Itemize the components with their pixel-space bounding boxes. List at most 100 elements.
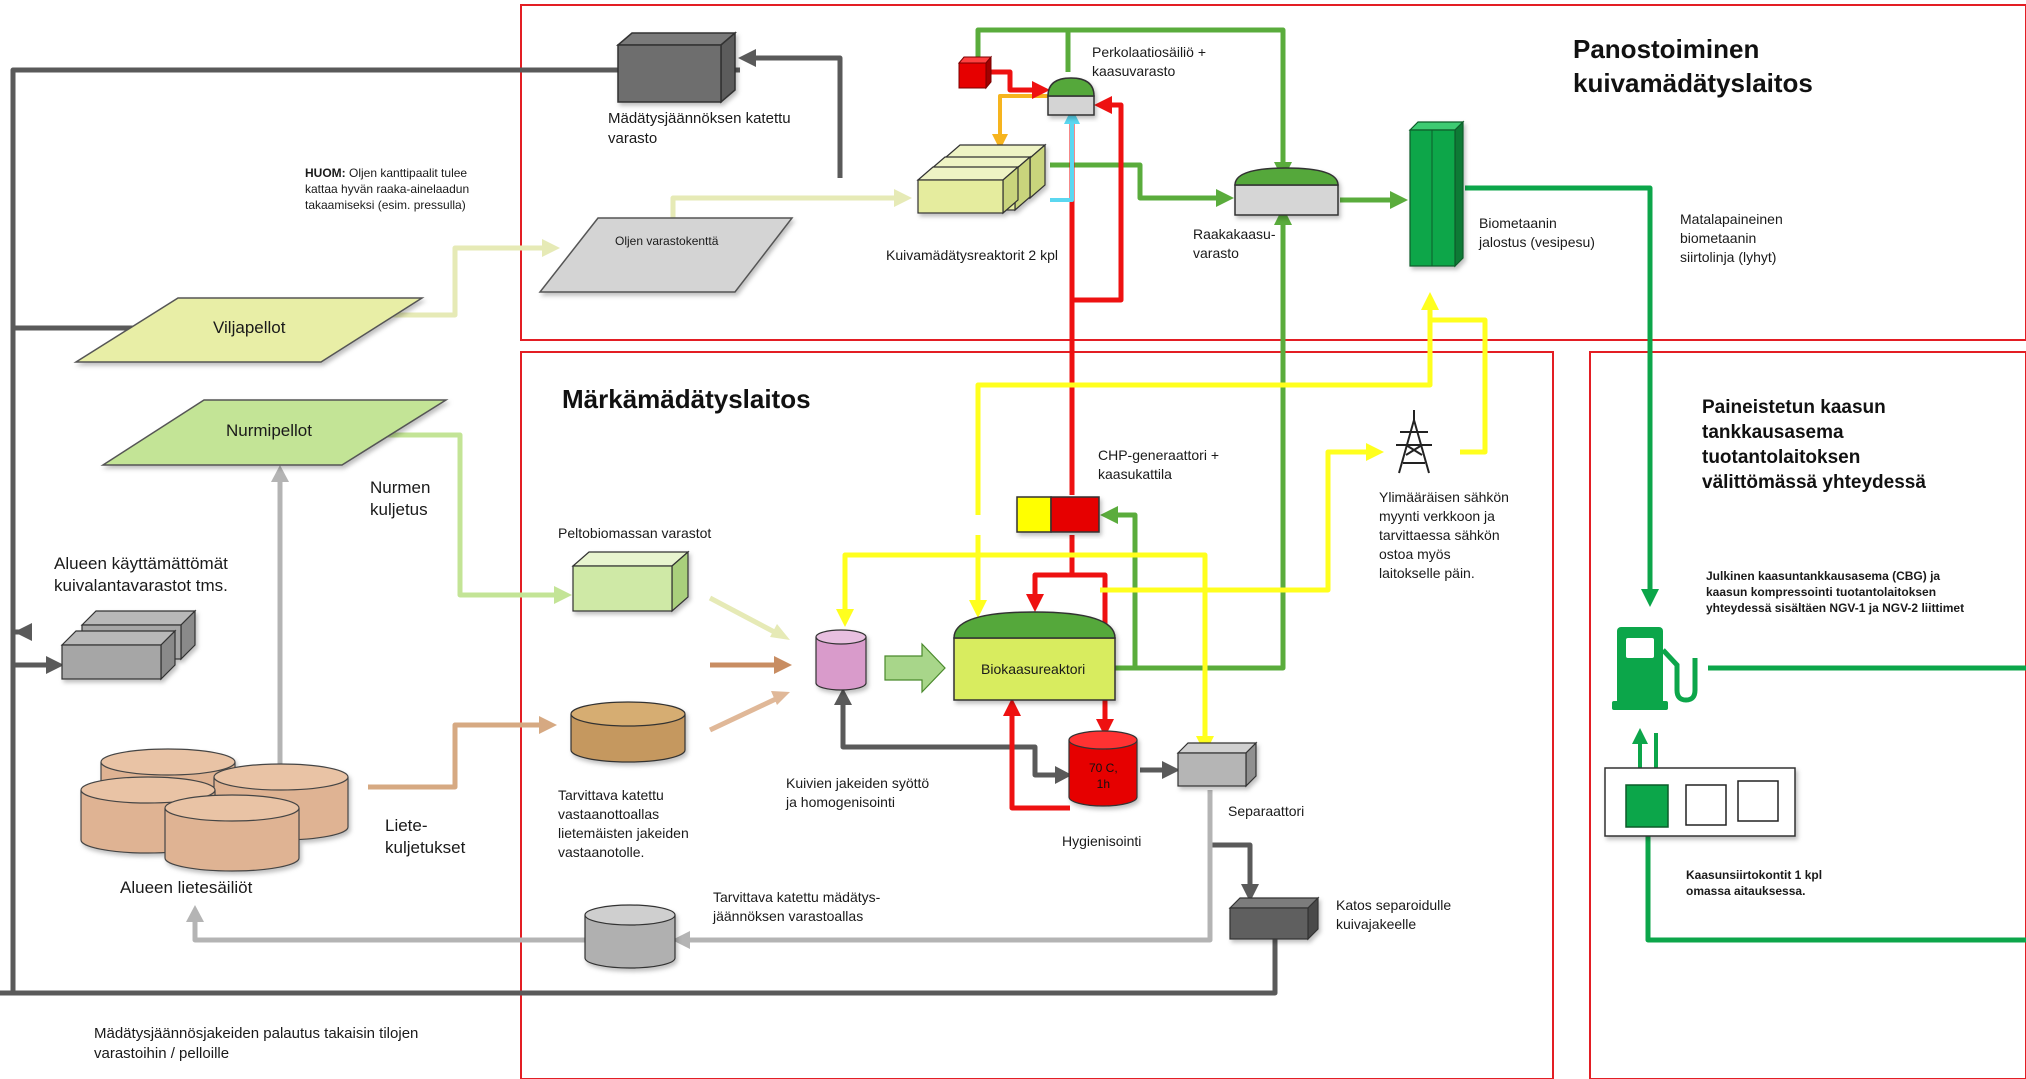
slurry-tanks bbox=[80, 748, 349, 872]
wet-gas-to-chp-pipe bbox=[1112, 512, 1138, 668]
arrow-to-straw-field bbox=[542, 239, 560, 257]
arrow-to-raw-gas bbox=[1216, 189, 1234, 207]
dry-feed-label: Kuivien jakeiden syöttö ja homogenisoint… bbox=[786, 775, 930, 810]
straw-to-reactors-pipe bbox=[670, 195, 900, 225]
hygienization-loop-pipe bbox=[1009, 708, 1070, 811]
slurry-tanks-label: Alueen lietesäiliöt bbox=[120, 878, 253, 897]
pool-to-slurry-pipe bbox=[192, 915, 585, 943]
container-line-pipe bbox=[1645, 830, 2026, 943]
electricity-label: Ylimääräisen sähkön myynti verkkoon ja t… bbox=[1379, 489, 1509, 581]
chp-label: CHP-generaattori + kaasukattila bbox=[1098, 447, 1220, 482]
reception-pool bbox=[570, 701, 686, 763]
reactor-to-raw-gas-pipe bbox=[1050, 162, 1222, 201]
fuel-pump-icon bbox=[1612, 627, 1698, 710]
wet-gas-to-raw-pipe bbox=[1115, 220, 1286, 671]
separator-cover-label: Katos separoidulle kuivajakeelle bbox=[1336, 897, 1452, 932]
arrow-power-feeder bbox=[836, 609, 854, 627]
arrow-to-slurry-tanks bbox=[186, 905, 204, 922]
containers-label: Kaasunsiirtokontit 1 kpl omassa aitaukse… bbox=[1686, 868, 1823, 898]
arrow-cyan bbox=[1064, 108, 1080, 124]
hygienization-tank bbox=[1068, 730, 1138, 807]
gas-containers bbox=[1604, 767, 1796, 837]
arrow-heat-percolation bbox=[1094, 96, 1112, 114]
arrow-to-separator bbox=[1162, 761, 1180, 779]
wet-digestion-title: Märkämädätyslaitos bbox=[562, 384, 811, 414]
separator-label: Separaattori bbox=[1228, 803, 1305, 819]
biogas-reactor bbox=[953, 611, 1116, 701]
digestate-pool-pipe bbox=[680, 790, 1213, 943]
upgrading-label: Biometaanin jalostus (vesipesu) bbox=[1479, 215, 1595, 250]
arrow-to-reception-pool bbox=[539, 716, 557, 734]
grass-fields-label: Nurmipellot bbox=[226, 421, 312, 440]
raw-gas-label: Raakakaasu- varasto bbox=[1193, 226, 1276, 261]
reception-pool-label: Tarvittava katettu vastaanottoallas liet… bbox=[558, 787, 689, 860]
arrow-brown-feed bbox=[774, 656, 792, 674]
arrow-to-grass bbox=[271, 465, 289, 482]
dry-reactors-label: Kuivamädätysreaktorit 2 kpl bbox=[886, 247, 1058, 263]
container-filled bbox=[1625, 784, 1669, 828]
arrow-to-upgrade bbox=[1390, 191, 1408, 209]
pool-to-feeder-pipe bbox=[708, 694, 782, 733]
filling-station-frame bbox=[1589, 351, 2026, 1079]
dry-digestion-title: Panostoiminen kuivamädätyslaitos bbox=[1573, 34, 1813, 98]
cbg-label: Julkinen kaasuntankkausasema (CBG) ja ka… bbox=[1706, 569, 1965, 615]
slurry-to-pool-pipe bbox=[368, 722, 545, 790]
hygienization-label: Hygienisointi bbox=[1062, 833, 1142, 849]
transmission-tower-icon bbox=[1396, 410, 1432, 474]
straw-note-prefix: HUOM: bbox=[305, 166, 346, 180]
arrow-gas-to-chp bbox=[1100, 506, 1118, 524]
arrow-to-pool bbox=[672, 931, 690, 949]
arrow-container-up bbox=[1632, 728, 1648, 744]
red-unit-pipe bbox=[990, 69, 1038, 93]
dry-feeder bbox=[815, 629, 867, 691]
return-label: Mädätysjäännösjakeiden palautus takaisin… bbox=[94, 1025, 419, 1062]
low-pressure-line-pipe bbox=[1465, 185, 1653, 595]
arrow-to-unused-storage bbox=[46, 656, 64, 674]
digestate-pool bbox=[584, 904, 676, 969]
to-digestate-storage-pipe bbox=[752, 55, 843, 178]
arrow-to-reactors bbox=[894, 189, 912, 207]
grid-pipe bbox=[1100, 449, 1372, 593]
container-empty-1 bbox=[1685, 784, 1727, 826]
filling-station-title: Paineistetun kaasun tankkausasema tuotan… bbox=[1702, 397, 1926, 493]
unused-storage-label: Alueen käyttämättömät kuivalantavarastot… bbox=[54, 554, 228, 595]
straw-note: HUOM: Oljen kanttipaalit tulee kattaa hy… bbox=[305, 165, 469, 213]
feed-block-arrow bbox=[884, 642, 946, 694]
field-biomass-storage bbox=[571, 550, 690, 613]
biomass-to-feeder-pipe bbox=[708, 595, 782, 638]
digestate-storage-label: Mädätysjäännöksen katettu varasto bbox=[608, 110, 791, 147]
grass-fields-plate bbox=[100, 399, 449, 466]
unused-storage-boxes bbox=[60, 609, 197, 681]
separator-cover-box bbox=[1228, 896, 1320, 941]
percolation-label: Perkolaatiosäiliö + kaasuvarasto bbox=[1092, 44, 1207, 79]
biogas-reactor-label: Biokaasureaktori bbox=[981, 661, 1086, 677]
arrow-hyg-loop bbox=[1003, 698, 1021, 716]
separator-box bbox=[1176, 741, 1258, 788]
upgrade-power-pipe bbox=[1430, 317, 1488, 455]
container-empty-2 bbox=[1737, 780, 1779, 822]
arrow-power-upgrade bbox=[1421, 292, 1439, 310]
return-main-vertical-pipe bbox=[10, 67, 740, 993]
percolation-gas-pipe bbox=[1065, 27, 1286, 170]
arrow-to-hyg-feed bbox=[1055, 766, 1072, 784]
arrow-to-digestate-storage bbox=[738, 49, 756, 67]
arrow-power-reactor bbox=[969, 600, 987, 618]
chp-unit bbox=[1016, 496, 1100, 533]
arrow-pool-feed bbox=[771, 691, 790, 705]
raw-gas-storage bbox=[1234, 167, 1339, 216]
chp-electricity-pipe bbox=[975, 305, 1433, 515]
straw-field-label: Oljen varastokenttä bbox=[615, 234, 719, 248]
arrow-heat-reactor bbox=[1026, 594, 1044, 612]
slurry-transport-label: Liete- kuljetukset bbox=[385, 816, 466, 857]
chp-heat-to-reactor-pipe bbox=[1032, 535, 1075, 600]
low-pressure-label: Matalapaineinen biometaanin siirtolinja … bbox=[1680, 211, 1783, 265]
arrow-heat-hyg bbox=[1096, 719, 1114, 737]
chp-to-feeder-pipe bbox=[842, 552, 1015, 615]
grass-to-biomass-pipe bbox=[345, 432, 560, 598]
cyan-pipe bbox=[1050, 115, 1074, 202]
chp-to-separator-pipe bbox=[1015, 552, 1208, 742]
arrow-orange bbox=[992, 134, 1008, 150]
straw-to-field-pipe bbox=[385, 245, 548, 318]
grain-fields-plate bbox=[73, 297, 425, 363]
